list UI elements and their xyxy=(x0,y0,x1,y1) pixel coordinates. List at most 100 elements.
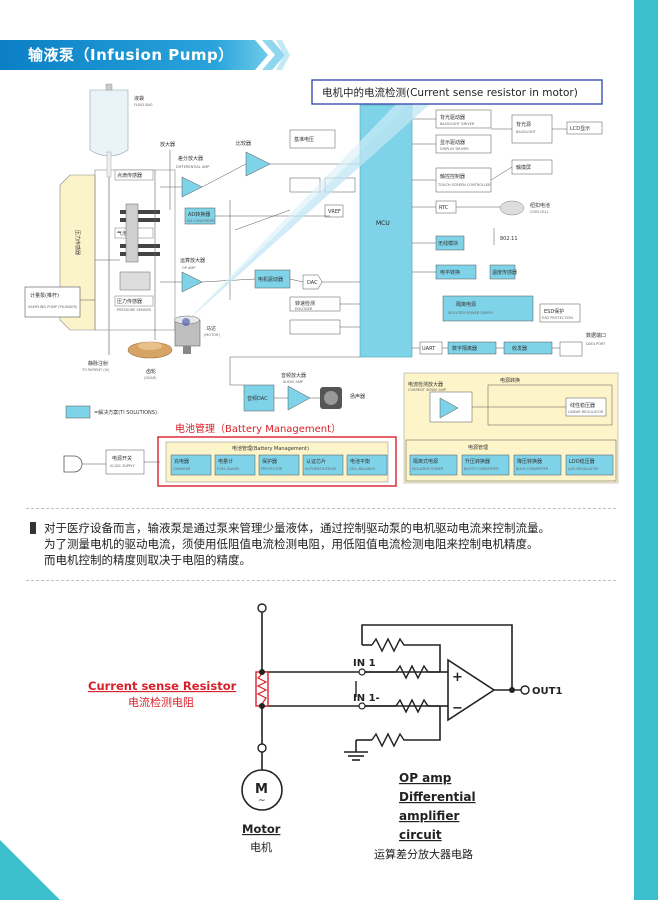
diff-amp-label: 差分放大器 xyxy=(178,155,203,162)
motor-assembly: 马达 (MOTOR) xyxy=(174,315,220,354)
battery-item-label: 电量计 xyxy=(218,458,233,465)
audio-amp-en-label: AUDIO AMP xyxy=(283,380,303,384)
power-item-label: 降压转换器 xyxy=(517,458,542,465)
power-item-label: 升压转换器 xyxy=(465,458,490,465)
corner-accent xyxy=(0,840,60,900)
current-sense-amp-en-label: CURRENT SENSE AMP xyxy=(408,388,446,392)
touch-controller-en-label: TOUCH SCREEN CONTROLLER xyxy=(437,183,491,187)
display-label: LCD显示 xyxy=(570,126,590,132)
voltage-ref-label: 基准电压 xyxy=(294,136,314,143)
to-patient-en-label: TO PATIENT (IV) xyxy=(81,368,110,372)
lcd-driver-label: 显示驱动器 xyxy=(440,139,465,146)
rtc-label: RTC xyxy=(439,205,449,211)
touch-panel-label: 触摸屏 xyxy=(516,164,531,171)
battery-item-block xyxy=(346,454,388,476)
coin-cell-en-label: COIN CELL xyxy=(530,210,549,214)
uart-block: UART xyxy=(419,341,443,355)
esd-label: ESD保护 xyxy=(544,308,564,315)
dac-block: DAC xyxy=(302,274,323,290)
motor-label-en: Motor xyxy=(242,822,281,836)
gear-en-label: (GEAR) xyxy=(144,376,157,380)
battery-item-en-label: AUTHENTICATION xyxy=(305,467,336,471)
level-shift-block: 电平转换 xyxy=(435,264,477,280)
speed-detect-block: 转速检测 ENCODER xyxy=(289,296,341,312)
motor-label-cn: 电机 xyxy=(250,840,272,854)
opamp-title-4: circuit xyxy=(399,828,442,842)
rtc-block: RTC xyxy=(435,200,457,214)
fluid-bag-label: 液袋 xyxy=(134,95,144,102)
power-item-en-label: BUCK CONVERTER xyxy=(516,467,549,471)
data-port-label: 数据端口 xyxy=(586,332,606,339)
page-title: 输液泵（Infusion Pump） xyxy=(28,46,234,64)
audio-amp: 音频放大器 AUDIO AMP xyxy=(281,372,311,411)
data-port-block: 数据端口 DATA PORT xyxy=(559,332,606,357)
isolator-label: 数字隔离器 xyxy=(452,345,477,352)
linear-regulator-label: 线性稳压器 xyxy=(570,402,595,409)
motor-sense-callout-label: 电机中的电流检测(Current sense resistor in motor… xyxy=(322,86,578,99)
battery-item-label: 充电器 xyxy=(174,458,189,465)
adc-block: AD转换器 AD CONVERTER xyxy=(184,207,216,225)
to-patient-label: 静脉注射 xyxy=(88,360,108,367)
op-amp-triangle xyxy=(447,658,496,722)
op-amp-mid-label: 运算放大器 xyxy=(180,257,205,264)
ac-adapter-label: 电源开关 xyxy=(112,455,132,462)
speaker-label: 扬声器 xyxy=(350,393,365,400)
battery-item-en-label: CHARGER xyxy=(173,467,191,471)
power-mgmt-group: 电源管理 xyxy=(405,439,617,482)
touch-panel-block: 触摸屏 xyxy=(511,159,553,175)
motor-driver-block: 电机驱动器 xyxy=(254,269,291,289)
battery-item-block xyxy=(214,454,256,476)
infusion-pump-block-diagram: 液袋 FLUID BAG 点滴传感器 气泡检测 压力传感器 PRESSURE S… xyxy=(24,79,619,487)
opamp-title-1: OP amp xyxy=(399,771,452,785)
motor-label: 马达 xyxy=(206,325,216,332)
ac-adapter: 电源开关 AC/DC SUPPLY xyxy=(63,449,160,475)
current-sense-amp-block: 电流检测放大器 CURRENT SENSE AMP xyxy=(408,381,473,423)
description-line-2: 为了测量电机的驱动电流，须使用低阻值电流检测电阻，用低阻值电流检测电阻来控制电机… xyxy=(44,537,539,551)
drip-sensor-label: 点滴传感器 xyxy=(117,172,142,179)
diff-amp-bottom: 运算放大器 OP AMP xyxy=(180,257,205,293)
motor-symbol-m: M xyxy=(255,782,268,797)
speaker: 扬声器 xyxy=(320,387,365,409)
isolated-power-en-label: ISOLATED POWER SUPPLY xyxy=(448,311,494,315)
current-sense-label-en: Current sense Resistor xyxy=(88,679,237,693)
power-item-en-label: LDO REGULATOR xyxy=(568,467,598,471)
speed-detect-label: 转速检测 xyxy=(295,300,315,307)
power-item-label: LDO稳压器 xyxy=(569,458,595,465)
sampling-pump-label: 计量泵(推杆) xyxy=(30,292,59,299)
op-amp-minus: − xyxy=(452,701,463,716)
motor-en-label: (MOTOR) xyxy=(204,333,220,337)
esd-en-label: ESD PROTECTION xyxy=(542,316,573,320)
op-amp-circuit: + − IN 1 IN 1- OUT1 M ~ Current sense Re… xyxy=(88,603,562,861)
legend-label: =解决方案(TI SOLUTIONS) xyxy=(94,409,157,416)
isolator-block: 数字隔离器 xyxy=(447,341,497,355)
voltage-ref-block: 基准电压 xyxy=(289,129,336,149)
battery-item-block xyxy=(170,454,212,476)
isolated-power-label: 隔离电源 xyxy=(456,301,476,308)
op-amp-mid-en-label: OP AMP xyxy=(182,266,196,270)
drip-sensor-block: 点滴传感器 xyxy=(114,169,154,181)
display-driver-block: 背光驱动器 BACKLIGHT DRIVER xyxy=(435,109,492,129)
diff-amp-en-label: DIFFERENTIAL AMP xyxy=(176,165,209,169)
motor-symbol: M ~ xyxy=(241,752,283,811)
speed-detect-en-label: ENCODER xyxy=(295,307,313,311)
motor-driver-label: 电机驱动器 xyxy=(258,276,283,283)
battery-item-block xyxy=(302,454,344,476)
mcu-label: MCU xyxy=(376,220,390,227)
in-minus-label: IN 1- xyxy=(353,693,380,704)
motor-current-block xyxy=(289,319,341,335)
temp-sensor-label: 温度传感器 xyxy=(492,269,517,276)
pressure-sensor-bottom-block: 压力传感器 PRESSURE SENSOR xyxy=(114,295,154,312)
plunger-mechanism xyxy=(119,203,160,291)
display-driver-en-label: BACKLIGHT DRIVER xyxy=(440,122,475,126)
diff-amp-top: 差分放大器 DIFFERENTIAL AMP xyxy=(176,155,209,198)
battery-item-label: 认证芯片 xyxy=(306,458,326,465)
right-accent-strip xyxy=(634,0,658,900)
motor-symbol-tilde: ~ xyxy=(258,796,266,806)
power-item-en-label: BOOST CONVERTER xyxy=(464,467,499,471)
battery-item-block xyxy=(258,454,300,476)
coin-cell-label: 纽扣电池 xyxy=(530,202,550,209)
gear-label: 齿轮 xyxy=(146,368,156,375)
pressure-sensor-top-label: 压力传感器 xyxy=(74,230,81,255)
